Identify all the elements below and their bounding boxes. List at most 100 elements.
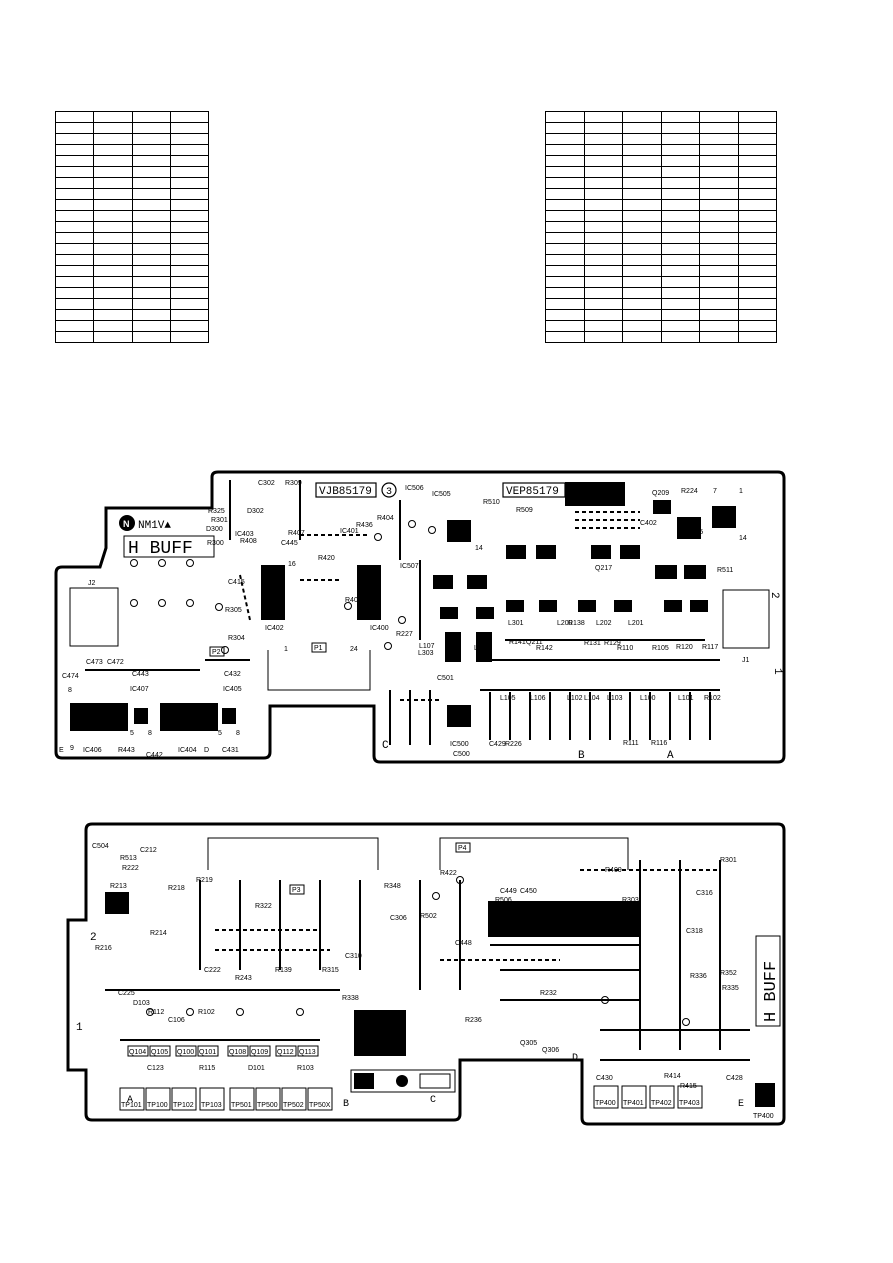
table-row <box>54 111 210 123</box>
part-label: R352 <box>720 970 737 977</box>
part-label: R102 <box>198 1009 215 1016</box>
table-row <box>545 111 777 123</box>
part-label: R110 <box>617 645 633 652</box>
connector-p3 <box>207 837 379 870</box>
edge-letter-b: B <box>343 1099 349 1110</box>
board-top-title: H BUFF <box>128 539 193 559</box>
part-label: C306 <box>390 915 407 922</box>
part-label: R131 <box>584 640 601 647</box>
part-label: C450 <box>520 888 537 895</box>
part-label: C504 <box>92 843 109 850</box>
part-label: C302 <box>258 480 275 487</box>
table-cell <box>169 331 210 343</box>
title-box <box>123 535 215 558</box>
ic400-body <box>357 565 381 620</box>
svg-text:2: 2 <box>768 592 780 599</box>
transistor-label: Q113 <box>299 1049 316 1056</box>
transistor-label: Q101 <box>199 1049 216 1056</box>
part-label: R338 <box>342 995 359 1002</box>
board-bottom: P4 P3 H BUFF TP101 <box>66 822 786 1126</box>
part-label: Q209 <box>652 490 669 497</box>
part-label: L104 <box>584 695 600 702</box>
edge-letter-a: A <box>127 1095 133 1106</box>
part-label: R226 <box>505 741 522 748</box>
test-point-label: TP101 <box>121 1102 142 1109</box>
part-label: L101 <box>678 695 694 702</box>
connector-j1-label: J1 <box>742 657 750 664</box>
ic500-body <box>447 705 471 727</box>
title-box-bottom <box>755 935 781 1027</box>
test-point-label: TP403 <box>679 1100 700 1107</box>
part-label: R409 <box>605 867 622 874</box>
table-row <box>545 144 777 156</box>
test-point-label: TP102 <box>173 1102 194 1109</box>
part-label: R336 <box>690 973 707 980</box>
connector-p1-label: P1 <box>314 645 323 652</box>
part-label: C430 <box>596 1075 613 1082</box>
part-label: R414 <box>664 1073 681 1080</box>
transistor-label: Q100 <box>177 1049 194 1056</box>
part-label: L303 <box>418 650 434 657</box>
part-label: R304 <box>228 635 245 642</box>
part-label: R443 <box>118 747 135 754</box>
part-label: R224 <box>681 488 698 495</box>
part-label: C415 <box>228 579 245 586</box>
ic-upper-body <box>565 482 625 506</box>
ic406-body <box>70 703 128 731</box>
part-label: R103 <box>297 1065 314 1072</box>
part-label: L103 <box>607 695 623 702</box>
left-parts-table <box>54 111 210 343</box>
marking-text: NM1V▲ <box>138 520 171 532</box>
part-label: R102 <box>704 695 721 702</box>
ic405-label: IC405 <box>223 686 242 693</box>
connector-j2-label: J2 <box>88 580 96 587</box>
test-point-label: TP50X <box>309 1102 331 1109</box>
table-row <box>54 331 210 343</box>
part-label: R420 <box>318 555 335 562</box>
part-label: L301 <box>508 620 524 627</box>
part-label: R105 <box>652 645 669 652</box>
part-label: C443 <box>132 671 149 678</box>
transistor-label: Q108 <box>229 1049 246 1056</box>
table-row <box>54 155 210 167</box>
part-label: L105 <box>500 695 516 702</box>
test-point-label: TP100 <box>147 1102 168 1109</box>
table-row <box>54 188 210 200</box>
part-label: L102 <box>567 695 583 702</box>
part-label: C428 <box>726 1075 743 1082</box>
part-label: R422 <box>440 870 457 877</box>
part-label: R214 <box>150 930 167 937</box>
board-top-outline <box>54 470 786 764</box>
part-label: L106 <box>530 695 546 702</box>
ic401-label: IC401 <box>340 528 359 535</box>
part-label: R303 <box>622 897 639 904</box>
test-point-label: TP401 <box>623 1100 644 1107</box>
part-label: R243 <box>235 975 252 982</box>
part-label: D300 <box>206 526 223 533</box>
test-point-label: TP402 <box>651 1100 672 1107</box>
part-label: R227 <box>396 631 413 638</box>
part-label: C449 <box>500 888 517 895</box>
part-label: C472 <box>107 659 124 666</box>
connector-j1 <box>722 589 770 649</box>
board-bottom-title: H BUFF <box>762 961 781 1022</box>
part-label: C212 <box>140 847 157 854</box>
ic507-label: IC507 <box>400 563 419 570</box>
part-label: D101 <box>248 1065 265 1072</box>
part-label: C474 <box>62 673 79 680</box>
pin-number: 16 <box>288 561 296 568</box>
part-label: R138 <box>568 620 585 627</box>
ic505-label: IC505 <box>432 491 451 498</box>
part-label: Q217 <box>595 565 612 572</box>
test-point-label: TP501 <box>231 1102 252 1109</box>
table-row <box>545 243 777 255</box>
edge-letter-d: D <box>572 1053 578 1064</box>
part-label: L201 <box>628 620 644 627</box>
edge-letter-b: B <box>578 750 585 762</box>
table-row <box>545 309 777 321</box>
part-label: R511 <box>717 567 733 574</box>
part-label: R142 <box>536 645 553 652</box>
part-label: R407 <box>288 530 305 537</box>
pin-number: 5 <box>130 730 134 737</box>
part-label: R236 <box>465 1017 482 1024</box>
